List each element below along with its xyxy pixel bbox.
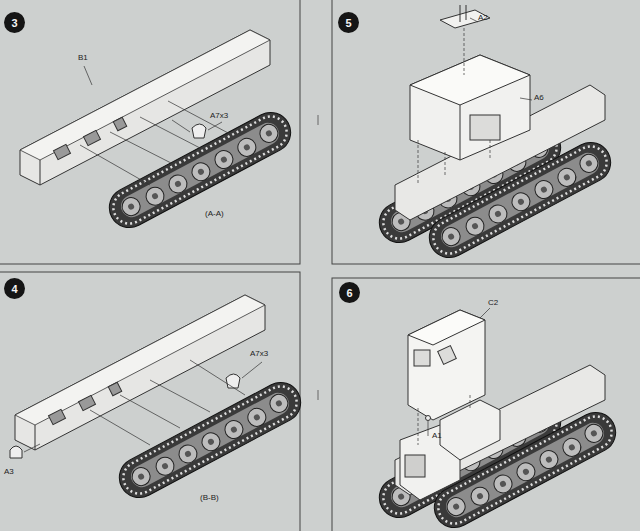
track-assembly-label: (B-B) bbox=[200, 494, 219, 502]
step-number: 6 bbox=[346, 287, 352, 299]
step-number-circle: 3 bbox=[4, 12, 25, 33]
part-label: A6 bbox=[534, 94, 544, 102]
part-label: A2 bbox=[478, 14, 488, 22]
step-number: 4 bbox=[11, 283, 17, 295]
step-number-circle: 4 bbox=[4, 278, 25, 299]
step-number-circle: 5 bbox=[338, 12, 359, 33]
part-label: C2 bbox=[488, 299, 498, 307]
step-number-circle: 6 bbox=[339, 282, 360, 303]
part-label: A3 bbox=[4, 468, 14, 476]
step-number: 5 bbox=[345, 17, 351, 29]
part-label: A7x3 bbox=[210, 112, 228, 120]
part-label: A1 bbox=[432, 432, 442, 440]
track-assembly-label: (A-A) bbox=[205, 210, 224, 218]
step-number: 3 bbox=[11, 17, 17, 29]
part-label: B1 bbox=[78, 54, 88, 62]
part-label: A7x3 bbox=[250, 350, 268, 358]
